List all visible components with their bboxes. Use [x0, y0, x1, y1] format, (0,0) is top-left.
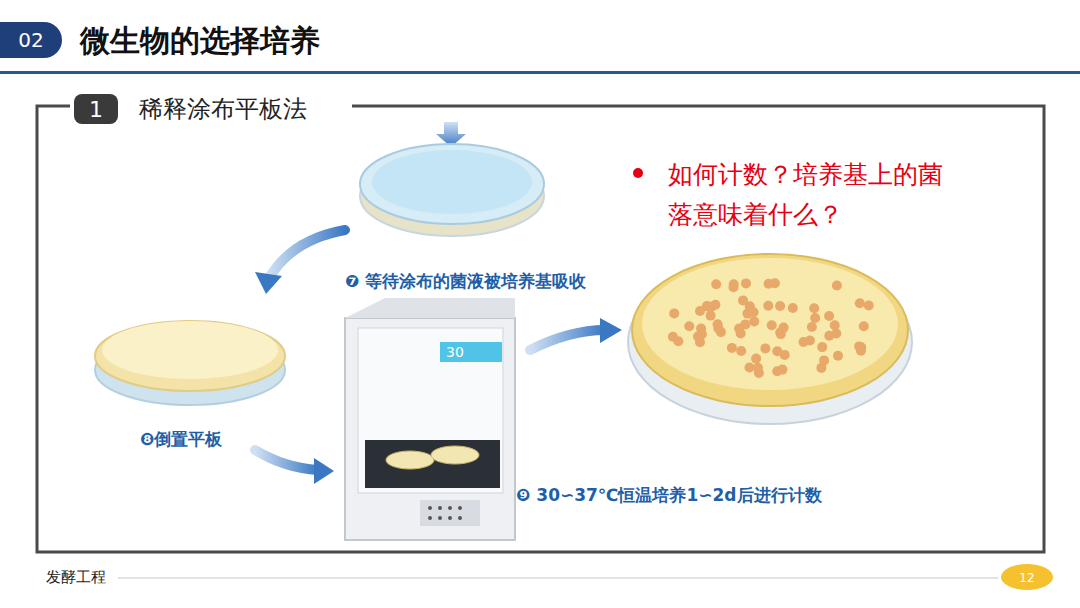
- colony: [668, 332, 678, 342]
- page-number: 12: [1001, 565, 1053, 590]
- colony: [788, 303, 798, 313]
- colony: [772, 346, 782, 356]
- colony: [742, 309, 752, 319]
- number-badge: 1: [74, 94, 118, 124]
- step-label: ❼ 等待涂布的菌液被培养基吸收: [345, 270, 586, 293]
- colony: [727, 343, 737, 353]
- colony: [754, 368, 764, 378]
- content-frame: 稀释涂布平板法 1: [37, 94, 1045, 124]
- step-label: ❾ 30∽37℃恒温培养1∽2d后进行计数: [516, 484, 822, 507]
- colony: [740, 319, 750, 329]
- colony: [807, 322, 817, 332]
- footer-text: 发酵工程: [46, 568, 106, 587]
- colony: [779, 323, 789, 333]
- colony: [819, 355, 829, 365]
- node-text: 稀释涂布平板法: [135, 94, 311, 124]
- slide-title: 微生物的选择培养: [80, 21, 320, 62]
- colony: [736, 346, 746, 356]
- colony: [729, 279, 739, 289]
- colony: [696, 324, 706, 334]
- colony: [702, 301, 712, 311]
- colony: [738, 295, 748, 305]
- colony: [859, 321, 869, 331]
- node-text: 02: [18, 28, 43, 52]
- question-note: 如何计数？培养基上的菌落意味着什么？: [668, 155, 953, 235]
- colony: [706, 311, 716, 321]
- colony: [799, 337, 809, 347]
- colony: [833, 351, 843, 361]
- colony: [824, 331, 834, 341]
- section-badge: 02: [0, 22, 62, 58]
- node-text: 1: [89, 97, 103, 122]
- step-label: ❽倒置平板: [140, 428, 222, 451]
- colony: [775, 301, 785, 311]
- colony: [684, 321, 694, 331]
- colony: [711, 279, 721, 289]
- colony: [669, 308, 679, 318]
- incubator-display: 30: [446, 343, 464, 361]
- colony: [864, 301, 874, 311]
- colony: [736, 329, 746, 339]
- colony: [749, 316, 759, 326]
- colony: [713, 324, 723, 334]
- colony: [810, 313, 820, 323]
- colony: [764, 279, 774, 289]
- colony: [832, 281, 842, 291]
- colony: [777, 365, 787, 375]
- colony: [856, 346, 866, 356]
- node-text: 12: [1019, 571, 1034, 585]
- colony: [763, 301, 773, 311]
- colony: [751, 354, 761, 364]
- colony: [830, 320, 840, 330]
- colony: [809, 303, 819, 313]
- colony: [817, 342, 827, 352]
- colony: [767, 320, 777, 330]
- colony: [741, 278, 751, 288]
- colony: [855, 298, 865, 308]
- colony: [760, 343, 770, 353]
- colony: [824, 311, 834, 321]
